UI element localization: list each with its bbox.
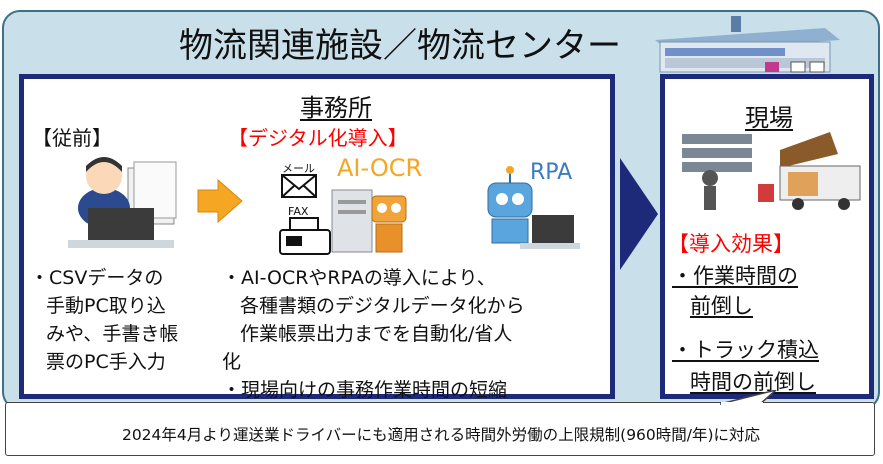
regulation-note: 2024年4月より運送業ドライバーにも適用される時間外労働の上限規制(960時間…: [121, 426, 761, 444]
site-heading: 現場: [745, 104, 793, 132]
orange-arrow-icon: [197, 178, 243, 224]
effect-label: 【導入効果】: [668, 232, 794, 256]
fax-machine-icon: [279, 217, 331, 255]
fax-label: FAX: [288, 205, 309, 218]
after-line-4: 化: [222, 351, 242, 373]
mail-icon: [281, 174, 317, 198]
before-line-3: みや、手書き帳: [46, 323, 179, 345]
after-line-1: ・AI-OCRやRPAの導入により、: [222, 267, 496, 289]
after-line-2: 各種書類のデジタルデータ化から: [240, 295, 525, 317]
ai-ocr-robot-illustration: [331, 189, 407, 253]
before-label: 【従前】: [32, 126, 112, 150]
after-label: 【デジタル化導入】: [228, 126, 408, 150]
rpa-robot-illustration: [487, 166, 580, 249]
rpa-label: RPA: [530, 160, 573, 185]
office-heading: 事務所: [300, 94, 372, 122]
mail-label: メール: [282, 162, 315, 175]
page-title: 物流関連施設／物流センター: [179, 26, 621, 66]
note-callout-pointer: [720, 390, 777, 406]
aiocr-label: AI-OCR: [337, 154, 423, 182]
after-line-3: 作業帳票出力までを自動化/省人: [240, 323, 513, 345]
before-line-2: 手動PC取り込: [46, 295, 166, 317]
navy-arrow-icon: [620, 158, 658, 270]
warehouse-illustration: [655, 16, 840, 73]
effect2-line-1: ・トラック積込: [672, 338, 819, 362]
effect2-line-2: 時間の前倒し: [690, 370, 816, 394]
regulation-note-box: [5, 402, 875, 456]
effect1-line-2: 前倒し: [690, 294, 753, 318]
before-line-1: ・CSVデータの: [30, 267, 164, 289]
warehouse-work-illustration: [682, 132, 861, 210]
after-line-5: ・現場向けの事務作業時間の短縮: [222, 379, 508, 401]
before-line-4: 票のPC手入力: [46, 351, 166, 373]
stressed-worker-illustration: [68, 157, 177, 248]
effect1-line-1: ・作業時間の: [672, 264, 798, 288]
